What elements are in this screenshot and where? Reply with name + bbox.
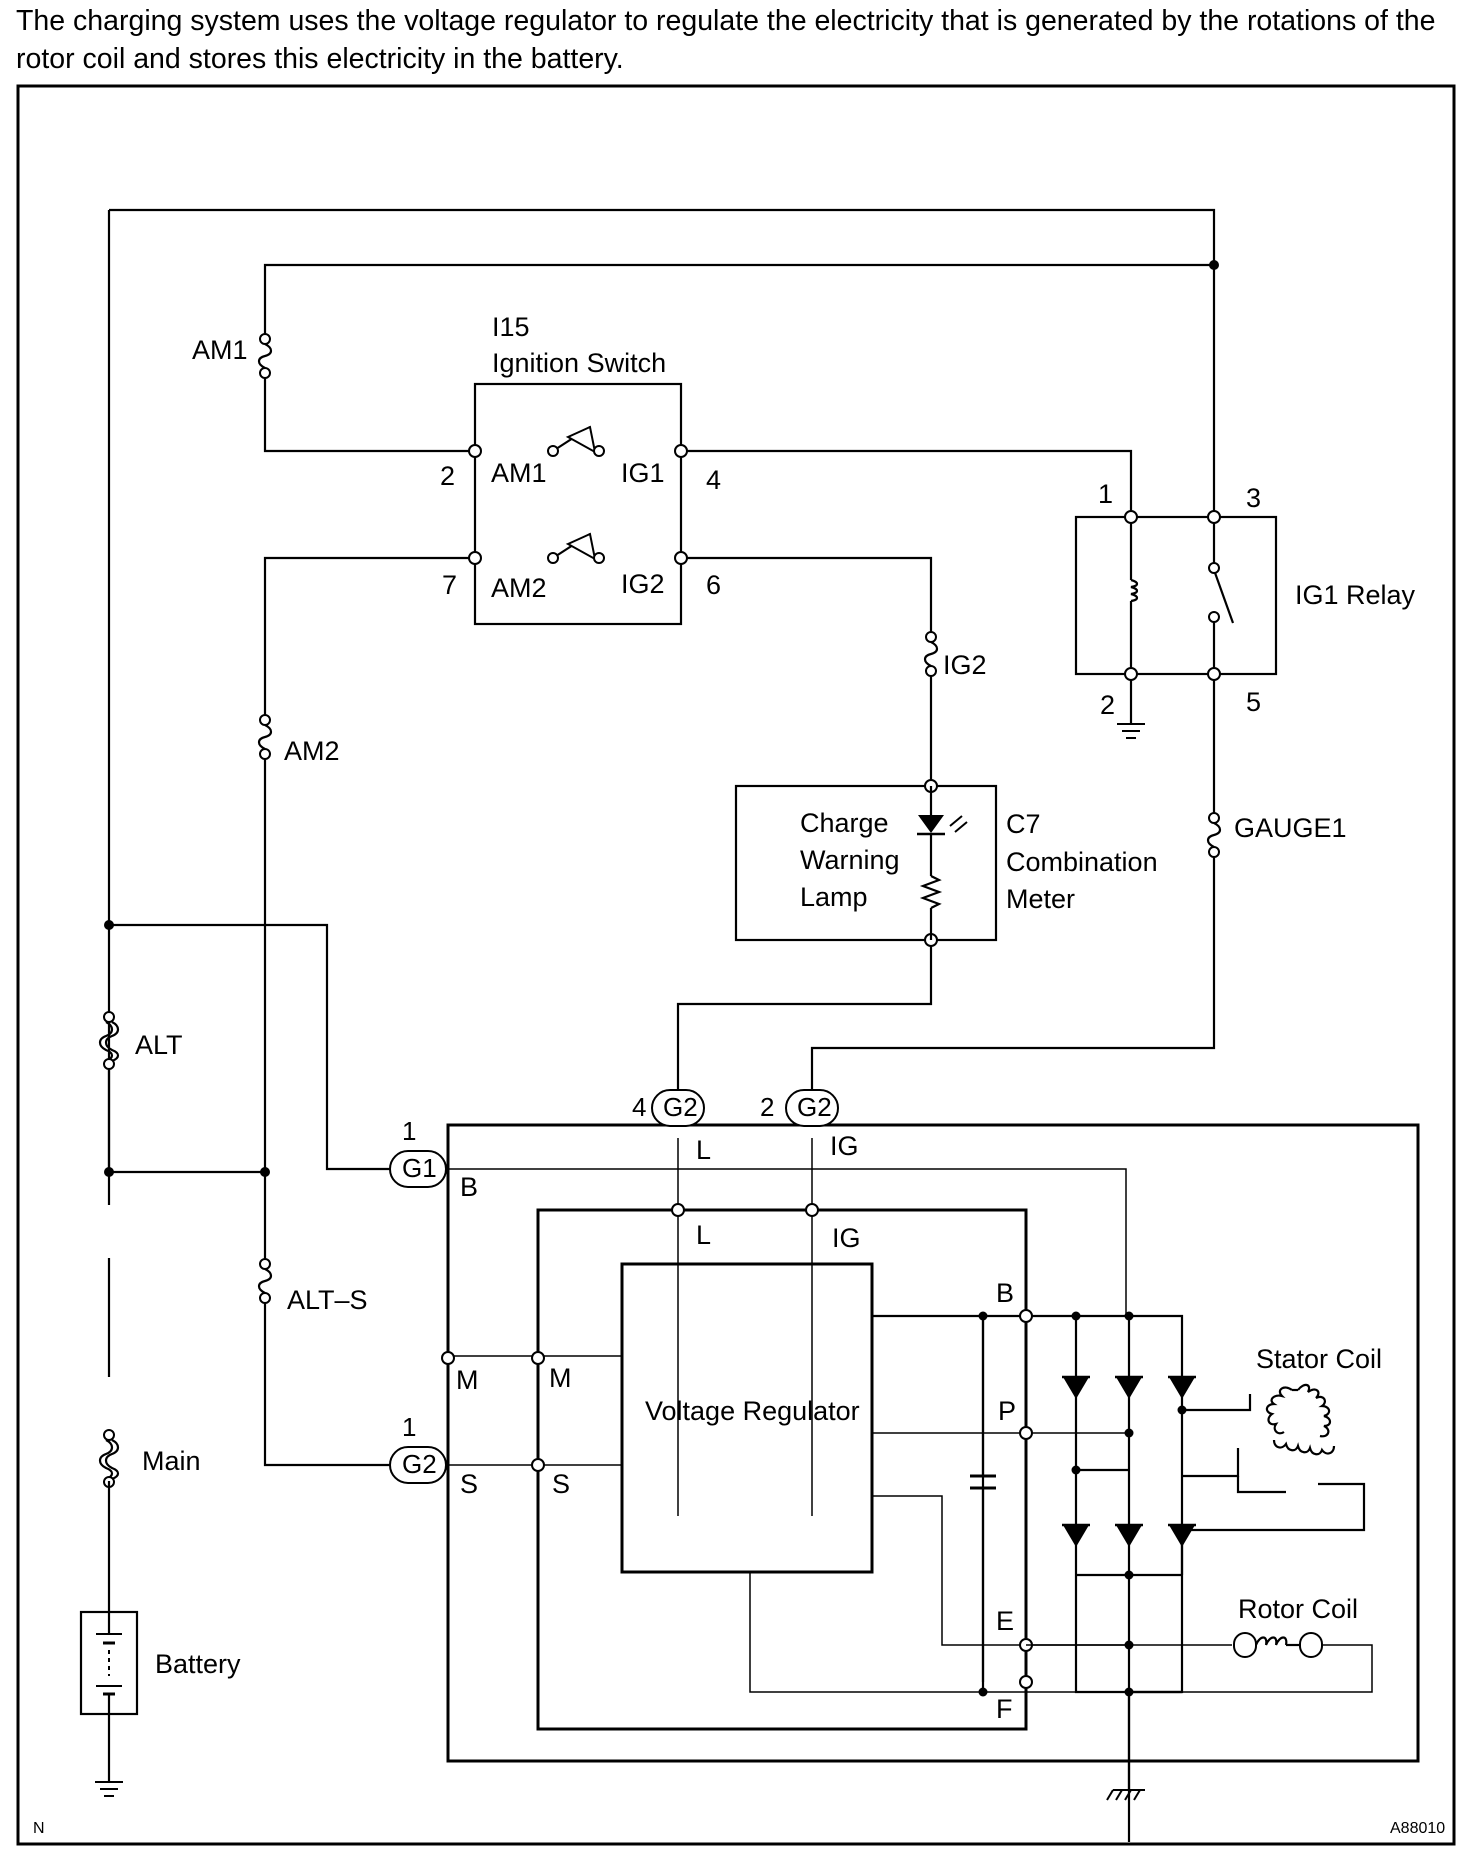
ground-icon bbox=[94, 1781, 124, 1797]
fuse-icon bbox=[257, 332, 273, 380]
relay-pin-2: 2 bbox=[1100, 690, 1115, 720]
outer-s: S bbox=[460, 1469, 478, 1499]
ignition-switch: AM1 IG1 AM2 IG2 2 4 7 6 I15 Ignition Swi… bbox=[440, 312, 721, 626]
ic-regulator-box bbox=[536, 1208, 1028, 1731]
connector-g1 bbox=[389, 1150, 447, 1188]
connector-g1-label: G1 bbox=[402, 1153, 437, 1183]
voltage-regulator-box bbox=[620, 1262, 874, 1574]
switch-pin-2: 2 bbox=[440, 461, 455, 491]
alternator: Voltage Regulator L IG B M S L IG M S bbox=[441, 1123, 1420, 1842]
term-p: P bbox=[998, 1396, 1016, 1426]
connector-g2-l-label: G2 bbox=[663, 1092, 698, 1122]
meter-box bbox=[734, 784, 998, 942]
lamp-led-icon bbox=[918, 815, 944, 833]
wiring bbox=[107, 208, 1216, 1516]
switch-ig1: IG1 bbox=[621, 458, 665, 488]
relay-box bbox=[1074, 515, 1278, 676]
connector-g2-ig bbox=[785, 1089, 839, 1127]
battery: Battery bbox=[79, 1481, 241, 1797]
diode-icon bbox=[1113, 1523, 1145, 1549]
fuse-gauge1-label: GAUGE1 bbox=[1234, 813, 1347, 843]
stator-label: Stator Coil bbox=[1256, 1344, 1382, 1374]
outer-ig: IG bbox=[830, 1131, 859, 1161]
connector-g1-pin: 1 bbox=[402, 1116, 416, 1146]
fusible-link-icon bbox=[98, 1428, 120, 1489]
term-e: E bbox=[996, 1606, 1014, 1636]
fuses: AM1 AM2 IG2 GAUGE1 ALT–S ALT Main bbox=[98, 332, 1347, 1489]
meter-name-1: Combination bbox=[1006, 847, 1158, 877]
outer-m: M bbox=[456, 1365, 479, 1395]
switch-pin-7: 7 bbox=[442, 570, 457, 600]
diode-icon bbox=[1113, 1375, 1145, 1401]
alternator-outer-box bbox=[446, 1123, 1420, 1763]
term-f: F bbox=[996, 1694, 1013, 1724]
junctions bbox=[104, 260, 1219, 1177]
chassis-ground-icon bbox=[1106, 1789, 1145, 1801]
relay-pin-5: 5 bbox=[1246, 687, 1261, 717]
ground-icon bbox=[1116, 723, 1146, 739]
diode-icon bbox=[1166, 1375, 1198, 1401]
ig1-relay: 1 3 2 5 IG1 Relay bbox=[1074, 479, 1416, 739]
fuse-icon bbox=[1206, 811, 1222, 859]
connector-g2-s-pin: 1 bbox=[402, 1412, 416, 1442]
inner-l: L bbox=[696, 1220, 711, 1250]
switch-pin-4: 4 bbox=[706, 465, 721, 495]
fuse-main-label: Main bbox=[142, 1446, 201, 1476]
fuse-icon bbox=[923, 630, 939, 678]
connector-g2-ig-label: G2 bbox=[797, 1092, 832, 1122]
lamp-label-1: Charge bbox=[800, 808, 889, 838]
fuse-am1-label: AM1 bbox=[192, 335, 248, 365]
fuse-am2-label: AM2 bbox=[284, 736, 340, 766]
corner-left: N bbox=[33, 1820, 45, 1837]
fuse-icon bbox=[257, 1257, 273, 1305]
resistor-icon bbox=[919, 875, 943, 909]
fuse-alt-s-label: ALT–S bbox=[287, 1285, 368, 1315]
connectors: G2 4 G2 2 G1 1 G2 1 bbox=[389, 1089, 839, 1484]
connector-g2-s bbox=[389, 1446, 447, 1484]
corner-right: A88010 bbox=[1390, 1820, 1445, 1837]
combination-meter: Charge Warning Lamp C7 Combination Meter bbox=[734, 779, 1158, 947]
lamp-label-3: Lamp bbox=[800, 882, 868, 912]
fuse-icon bbox=[257, 713, 273, 761]
relay-coil-icon bbox=[1130, 578, 1139, 603]
stator-coil-icon bbox=[1180, 1383, 1366, 1575]
relay-pin-3: 3 bbox=[1246, 483, 1261, 513]
switch-am1: AM1 bbox=[491, 458, 547, 488]
relay-title: IG1 Relay bbox=[1295, 580, 1416, 610]
rotor-coil-icon bbox=[1026, 1632, 1373, 1693]
switch-ig2: IG2 bbox=[621, 569, 665, 599]
meter-name-2: Meter bbox=[1006, 884, 1075, 914]
relay-contact-icon bbox=[1212, 569, 1235, 624]
meter-code: C7 bbox=[1006, 809, 1041, 839]
diode-icon bbox=[1060, 1523, 1092, 1549]
outer-b: B bbox=[460, 1172, 478, 1202]
intro-text: The charging system uses the voltage reg… bbox=[16, 5, 1436, 75]
regulator-label: Voltage Regulator bbox=[645, 1396, 860, 1426]
connector-g2-ig-pin: 2 bbox=[760, 1092, 774, 1122]
inner-ig: IG bbox=[832, 1223, 861, 1253]
inner-m: M bbox=[549, 1363, 572, 1393]
inner-s: S bbox=[552, 1469, 570, 1499]
fuse-ig2-label: IG2 bbox=[943, 650, 987, 680]
switch-am2: AM2 bbox=[491, 573, 547, 603]
term-b: B bbox=[996, 1278, 1014, 1308]
diode-icon bbox=[1060, 1375, 1092, 1401]
connector-g2-l bbox=[651, 1089, 705, 1127]
battery-label: Battery bbox=[155, 1649, 241, 1679]
switch-pin-6: 6 bbox=[706, 570, 721, 600]
connector-g2-l-pin: 4 bbox=[632, 1092, 646, 1122]
relay-pin-1: 1 bbox=[1098, 479, 1113, 509]
fuse-alt-label: ALT bbox=[135, 1030, 183, 1060]
rotor-label: Rotor Coil bbox=[1238, 1594, 1358, 1624]
connector-g2-s-label: G2 bbox=[402, 1449, 437, 1479]
outer-l: L bbox=[696, 1135, 711, 1165]
switch-title: Ignition Switch bbox=[492, 348, 666, 378]
switch-code: I15 bbox=[492, 312, 530, 342]
ignition-switch-box bbox=[473, 382, 683, 626]
diagram-frame bbox=[16, 84, 1456, 1846]
lamp-label-2: Warning bbox=[800, 845, 900, 875]
